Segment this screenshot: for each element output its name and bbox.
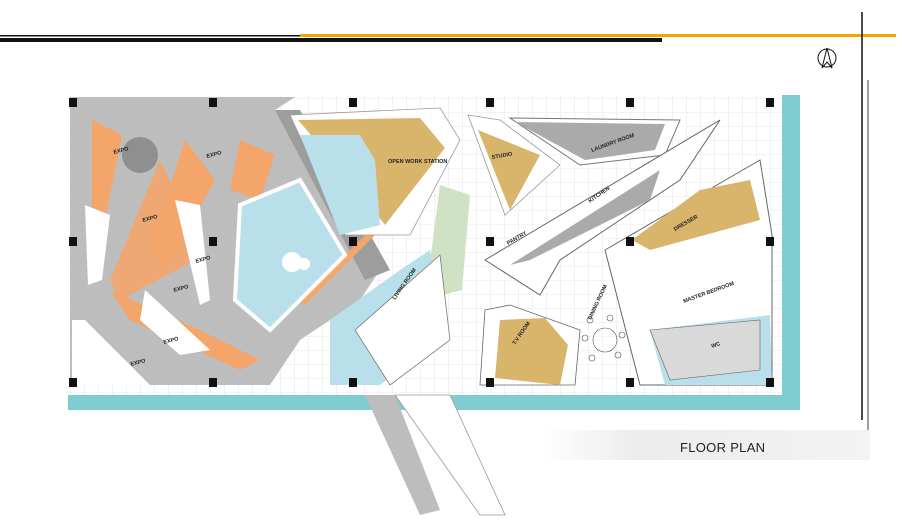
header-thin-line	[0, 35, 300, 37]
label-expo: EXPO	[206, 150, 223, 160]
floor-plan: EXPO EXPO EXPO EXPO EXPO EXPO EXPO OPEN …	[68, 95, 800, 516]
living-room-zone	[330, 250, 451, 386]
laundry-room-zone	[508, 117, 681, 166]
north-arrow-icon	[817, 47, 837, 69]
studio-zone	[467, 114, 561, 216]
header-gold-line	[300, 34, 896, 37]
label-wc: WC	[711, 341, 722, 350]
label-expo: EXPO	[163, 336, 180, 346]
label-expo: EXPO	[173, 284, 190, 294]
page-title: FLOOR PLAN	[680, 440, 765, 455]
teal-border-right	[782, 95, 800, 410]
entrance-path	[365, 394, 506, 516]
dining-table-and-chairs	[581, 314, 626, 362]
label-expo: EXPO	[130, 358, 147, 368]
tv-room-zone	[479, 304, 581, 386]
label-open-work-station: OPEN WORK STATION	[388, 159, 447, 165]
header-black-line	[0, 38, 662, 42]
structural-columns	[69, 98, 774, 387]
kitchen-zone	[484, 119, 721, 296]
label-expo: EXPO	[142, 214, 159, 224]
title-band	[540, 430, 870, 460]
label-expo: EXPO	[113, 146, 130, 156]
label-studio: STUDIO	[491, 151, 513, 161]
open-work-station-zone	[289, 107, 461, 236]
label-expo: EXPO	[195, 255, 212, 265]
master-bedroom-zone	[604, 159, 773, 386]
